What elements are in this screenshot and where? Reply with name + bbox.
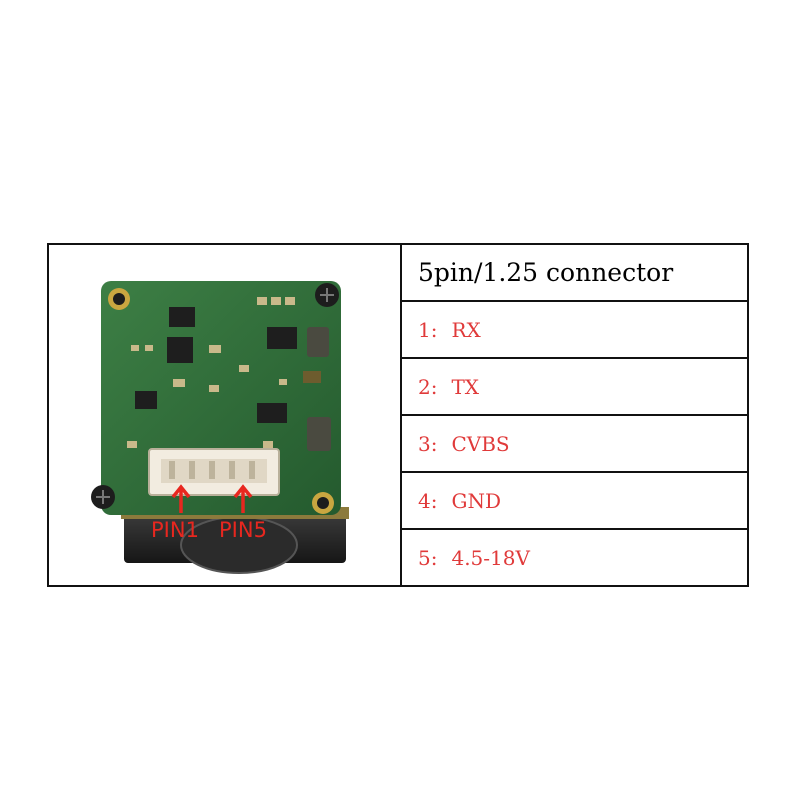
pin-number: 1: <box>418 317 438 342</box>
pin-signal: 4.5-18V <box>451 545 530 570</box>
pin-signal: TX <box>451 374 480 399</box>
pin-signal: RX <box>451 317 481 342</box>
ic-chip <box>257 403 287 423</box>
pin-signal: GND <box>451 488 501 513</box>
table-row: 2: TX <box>402 359 747 416</box>
pin-number: 4: <box>418 488 438 513</box>
inductor <box>307 327 329 357</box>
pin-number: 3: <box>418 431 438 456</box>
connector-title: 5pin/1.25 connector <box>418 258 674 287</box>
camera-module-photo-cell: PIN1 PIN5 <box>49 245 402 585</box>
ic-chip <box>267 327 297 349</box>
ic-chip <box>167 337 193 363</box>
pin1-label: PIN1 <box>151 518 199 542</box>
pin5-label: PIN5 <box>219 518 267 542</box>
table-row: 1: RX <box>402 302 747 359</box>
camera-module-photo: PIN1 PIN5 <box>91 281 349 574</box>
table-row: 3: CVBS <box>402 416 747 473</box>
pinout-table: 5pin/1.25 connector 1: RX 2: TX 3: CVBS … <box>402 245 747 585</box>
capacitor <box>303 371 321 383</box>
pin-signal: CVBS <box>451 431 510 456</box>
pinout-table-header: 5pin/1.25 connector <box>402 245 747 302</box>
ic-chip <box>169 307 195 327</box>
table-row: 4: GND <box>402 473 747 530</box>
inductor <box>307 417 331 451</box>
connector-info-panel: PIN1 PIN5 5pin/1.25 connector 1: RX 2: T… <box>47 243 749 587</box>
ic-chip <box>135 391 157 409</box>
arrow-up-icon <box>233 484 253 513</box>
pin-number: 5: <box>418 545 438 570</box>
pin-number: 2: <box>418 374 438 399</box>
table-row: 5: 4.5-18V <box>402 530 747 585</box>
arrow-up-icon <box>171 484 191 513</box>
